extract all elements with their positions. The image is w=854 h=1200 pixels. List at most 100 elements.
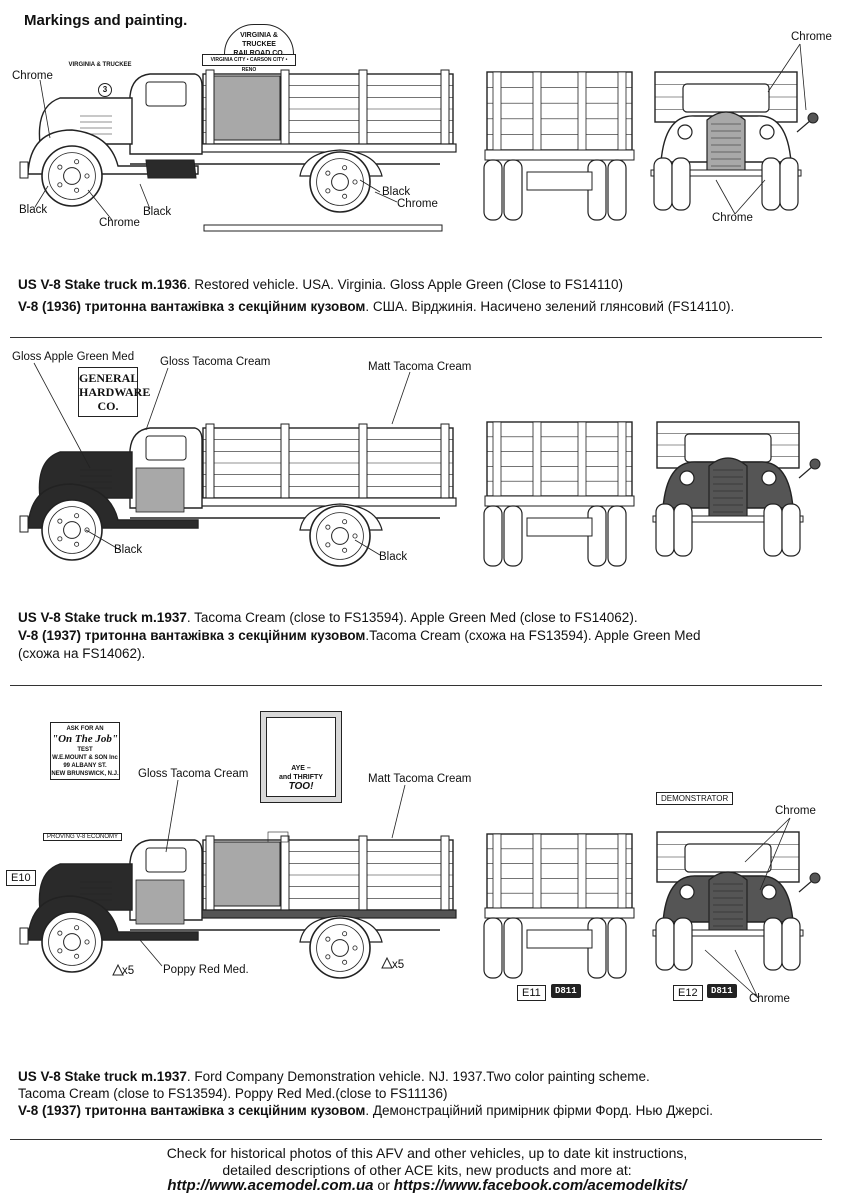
label-poppy-red: Poppy Red Med.: [163, 964, 249, 976]
railroad-sign-small-text: VIRGINIA CITY • CARSON CITY • RENO: [210, 57, 288, 73]
bumper: [19, 161, 29, 179]
front-bumper: [652, 929, 804, 937]
decal-e10: E10: [6, 870, 36, 886]
railroad-sign-strip: VIRGINIA CITY • CARSON CITY • RENO: [202, 54, 296, 73]
mirror-arm: [798, 465, 814, 479]
door-panel: [135, 879, 185, 925]
front-bumper: [652, 515, 804, 523]
rear-stake: [492, 833, 502, 909]
leader-line: [374, 191, 398, 203]
rear-tire: [607, 917, 627, 979]
bed-stake: [358, 835, 368, 911]
cab-front: [684, 843, 772, 873]
divider: [10, 685, 822, 686]
website-link[interactable]: http://www.acemodel.com.ua: [167, 1177, 374, 1194]
sign-line: HARDWARE: [79, 385, 151, 399]
leader-line: [139, 939, 163, 967]
door-number: 3: [98, 83, 112, 97]
scottie-poster: AYE – and THRIFTY TOO!: [260, 711, 342, 803]
license-plate: D811: [551, 984, 581, 998]
hubcap: [63, 521, 81, 539]
rear-floor: [484, 149, 635, 161]
rear-stake: [577, 833, 587, 909]
caption-title: US V-8 Stake truck m.1937: [18, 1069, 187, 1084]
wheel-hole: [74, 159, 80, 165]
leader-line: [87, 189, 113, 221]
wheel-hole: [74, 953, 80, 959]
rear-stake: [577, 421, 587, 497]
bumper: [19, 515, 29, 533]
poster-panel: [266, 717, 336, 797]
caption-ua: V-8 (1937) тритонна вантажівка з секційн…: [18, 627, 700, 645]
rear-bed: [486, 71, 633, 151]
bed-stake: [205, 423, 215, 499]
wheel-hole: [325, 170, 331, 176]
headlight: [761, 884, 777, 900]
front-tire: [655, 503, 675, 557]
caption-ua-cont: (схожа на FS14062).: [18, 646, 146, 661]
bed-floor: [199, 143, 457, 153]
caption-title: V-8 (1937) тритонна вантажівка з секційн…: [18, 1103, 366, 1118]
label-gloss-tacoma-cream: Gloss Tacoma Cream: [138, 768, 249, 780]
headlight: [677, 124, 693, 140]
bed-stake: [280, 423, 290, 499]
label-gloss-apple-green: Gloss Apple Green Med: [12, 351, 135, 363]
wheel-hole: [352, 179, 358, 185]
rear-floor: [484, 907, 635, 919]
poster-text: AYE – and THRIFTY TOO!: [269, 764, 333, 792]
facebook-link[interactable]: https://www.facebook.com/acemodelkits/: [393, 1177, 687, 1194]
rear-tire: [483, 159, 503, 221]
headlight: [761, 470, 777, 486]
rear-tire: [503, 159, 523, 221]
mirror-arm: [798, 879, 814, 893]
caption-title: V-8 (1937) тритонна вантажівка з секційн…: [18, 628, 366, 643]
license-plate: D811: [707, 984, 737, 998]
sign-line: W.E.MOUNT & SON Inc: [52, 755, 118, 761]
rear-stake: [577, 71, 587, 151]
leader-line: [704, 949, 759, 999]
rear-stake: [617, 71, 627, 151]
footer-line: detailed descriptions of other ACE kits,…: [222, 1162, 632, 1178]
door-panel: [135, 467, 185, 513]
front-tire: [673, 917, 693, 971]
mirror: [809, 872, 821, 884]
rear-tire: [483, 917, 503, 979]
wheel-hole: [57, 518, 63, 524]
door-number-text: 3: [102, 85, 108, 94]
rear-stake: [492, 421, 502, 497]
front-tire: [653, 157, 673, 211]
caption-text: . Демонстраційний примірник фірми Форд. …: [365, 1103, 713, 1118]
cab-front: [682, 83, 770, 113]
wheel-hole: [342, 165, 348, 171]
label-x5: x5: [122, 965, 135, 977]
label-black: Black: [114, 544, 143, 556]
warning-triangle-icon: [112, 963, 124, 976]
hubcap: [63, 933, 81, 951]
grille: [708, 457, 748, 519]
label-black: Black: [379, 551, 408, 563]
label-gloss-tacoma-cream: Gloss Tacoma Cream: [160, 356, 271, 368]
leader-line: [359, 179, 381, 193]
wheel-rim: [48, 918, 96, 966]
label-x5: x5: [392, 959, 405, 971]
leader-line: [33, 362, 91, 469]
decal-e11: E11: [517, 985, 546, 1001]
caption-title: V-8 (1936) тритонна вантажівка з секційн…: [18, 299, 366, 314]
caption-ua: V-8 (1937) тритонна вантажівка з секційн…: [18, 1102, 713, 1120]
caption-title: US V-8 Stake truck m.1936: [18, 277, 187, 292]
front-tire: [671, 157, 691, 211]
caption-title: US V-8 Stake truck m.1937: [18, 610, 187, 625]
cab-window: [145, 435, 187, 461]
wheel-hole: [57, 182, 63, 188]
warning-triangle-icon: [381, 956, 393, 969]
leader-line: [165, 779, 179, 853]
label-chrome: Chrome: [775, 805, 816, 817]
footer-links: http://www.acemodel.com.ua or https://ww…: [0, 1176, 854, 1195]
leader-line: [391, 784, 406, 839]
mirror-arm: [796, 119, 812, 133]
rear-tire: [607, 159, 627, 221]
wheel-hole: [342, 547, 348, 553]
rear-tire: [607, 505, 627, 567]
label-chrome: Chrome: [12, 70, 53, 82]
rear-floor: [484, 495, 635, 507]
